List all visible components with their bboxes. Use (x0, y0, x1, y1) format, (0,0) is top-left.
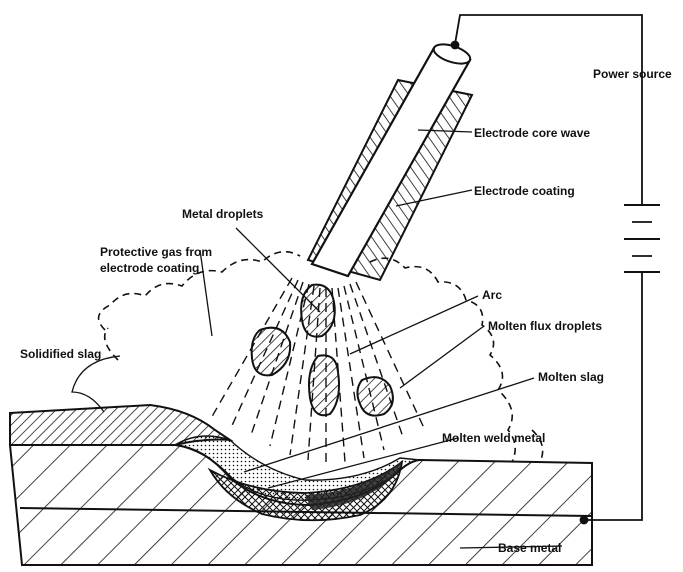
label-protective-gas-1: Protective gas from (100, 245, 212, 259)
metal-droplet (252, 328, 291, 376)
metal-droplet (309, 355, 339, 415)
label-molten-weld-metal: Molten weld metal (442, 431, 545, 445)
label-arc: Arc (482, 288, 502, 302)
label-molten-flux-droplets: Molten flux droplets (488, 319, 602, 333)
label-electrode-coating: Electrode coating (474, 184, 575, 198)
label-base-metal: Base metal (498, 541, 561, 555)
label-electrode-core: Electrode core wave (474, 126, 590, 140)
label-molten-slag: Molten slag (538, 370, 604, 384)
label-protective-gas-2: electrode coating (100, 261, 199, 275)
label-solidified-slag: Solidified slag (20, 347, 101, 361)
label-power-source: Power source (593, 67, 672, 81)
power-circuit (452, 15, 661, 524)
flux-droplet (357, 377, 392, 416)
electrode (308, 41, 473, 280)
droplets (252, 285, 393, 416)
label-metal-droplets: Metal droplets (182, 207, 264, 221)
